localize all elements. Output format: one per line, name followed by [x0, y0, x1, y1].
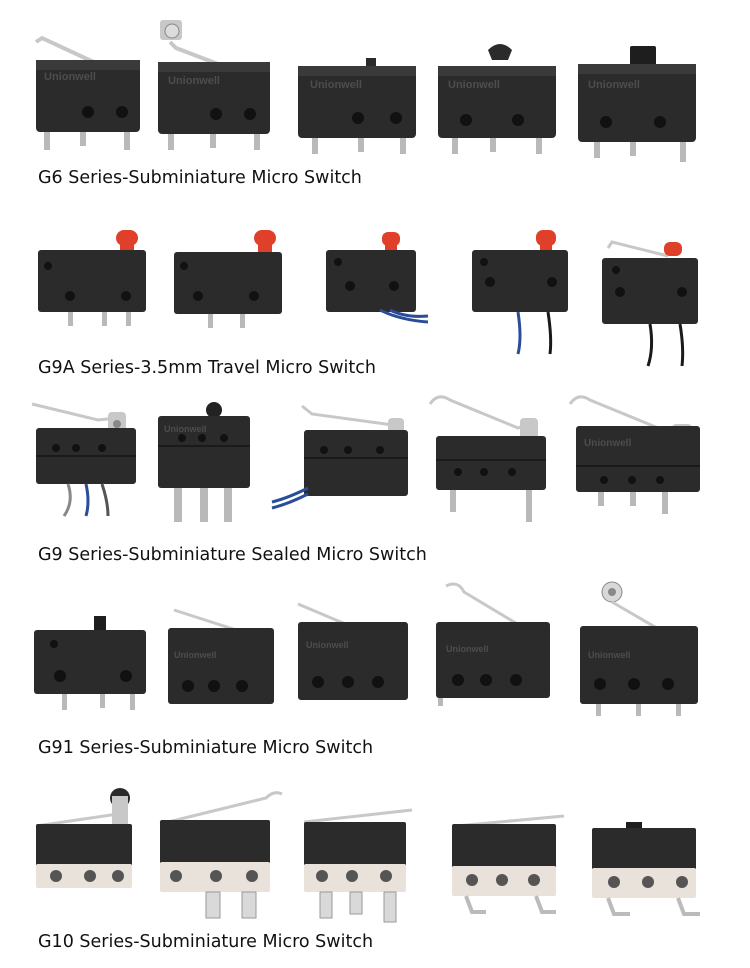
- micro-switch-image: Unionwell: [568, 395, 700, 514]
- series-g91: Unionwell Unionwell Unionwell: [0, 580, 750, 770]
- micro-switch-image: Unionwell: [158, 20, 270, 150]
- micro-switch-image: Unionwell: [580, 581, 698, 716]
- svg-text:Unionwell: Unionwell: [446, 644, 489, 654]
- micro-switch-image: [31, 402, 136, 517]
- series-g9a: G9A Series-3.5mm Travel Micro Switch: [0, 200, 750, 390]
- svg-text:Unionwell: Unionwell: [448, 79, 500, 91]
- micro-switch-image: [271, 404, 408, 510]
- product-image-row: [0, 200, 750, 367]
- micro-switch-image: [428, 395, 546, 522]
- micro-switch-image: Unionwell: [578, 46, 696, 162]
- micro-switch-image: [38, 230, 146, 326]
- product-image-row: [0, 770, 750, 930]
- series-caption: G6 Series-Subminiature Micro Switch: [38, 168, 362, 188]
- series-g6: Unionwell Unionwell Unionwell: [0, 0, 750, 200]
- series-caption: G9 Series-Subminiature Sealed Micro Swit…: [38, 545, 427, 565]
- micro-switch-image: Unionwell: [297, 602, 408, 700]
- series-caption: G10 Series-Subminiature Micro Switch: [38, 932, 374, 952]
- micro-switch-image: [592, 822, 700, 916]
- micro-switch-image: Unionwell: [298, 58, 416, 154]
- micro-switch-image: Unionwell: [34, 35, 140, 150]
- svg-text:Unionwell: Unionwell: [164, 424, 207, 434]
- micro-switch-image: [326, 232, 429, 324]
- product-image-row: Unionwell: [0, 390, 750, 540]
- micro-switch-image: [472, 230, 568, 355]
- svg-text:Unionwell: Unionwell: [588, 79, 640, 91]
- micro-switch-image: Unionwell: [168, 608, 274, 704]
- svg-text:Unionwell: Unionwell: [306, 640, 349, 650]
- svg-text:Unionwell: Unionwell: [310, 79, 362, 91]
- micro-switch-image: [35, 788, 132, 888]
- svg-text:Unionwell: Unionwell: [168, 75, 220, 87]
- micro-switch-image: [159, 791, 283, 919]
- product-image-row: Unionwell Unionwell Unionwell: [0, 580, 750, 730]
- micro-switch-image: [34, 616, 146, 710]
- series-caption: G9A Series-3.5mm Travel Micro Switch: [38, 358, 376, 378]
- micro-switch-image: Unionwell: [438, 44, 556, 154]
- micro-switch-image: [452, 814, 565, 914]
- svg-text:Unionwell: Unionwell: [588, 650, 631, 660]
- series-g9: Unionwell: [0, 390, 750, 580]
- series-g10: G10 Series-Subminiature Micro Switch: [0, 770, 750, 968]
- svg-text:Unionwell: Unionwell: [584, 438, 631, 449]
- micro-switch-image: [602, 240, 698, 367]
- micro-switch-image: Unionwell: [436, 582, 550, 706]
- svg-text:Unionwell: Unionwell: [174, 650, 217, 660]
- micro-switch-image: Unionwell: [158, 402, 250, 522]
- svg-text:Unionwell: Unionwell: [44, 71, 96, 83]
- product-image-row: Unionwell Unionwell Unionwell: [0, 0, 750, 162]
- micro-switch-image: [174, 230, 282, 328]
- series-caption: G91 Series-Subminiature Micro Switch: [38, 738, 374, 758]
- micro-switch-image: [303, 808, 413, 923]
